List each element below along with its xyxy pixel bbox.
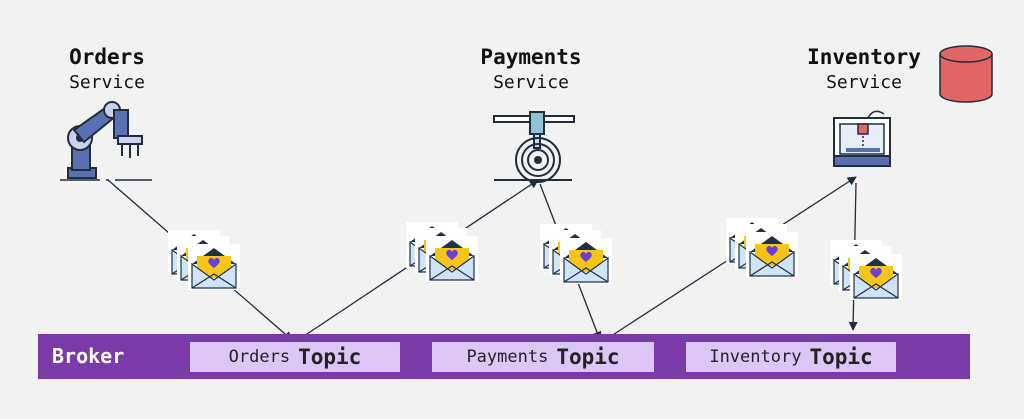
broker-bar: Broker Orders Topic Payments Topic Inven… — [38, 334, 970, 379]
card-machine-icon — [493, 111, 575, 183]
robot-arm-icon — [60, 101, 152, 181]
topic-name: Inventory — [709, 347, 802, 367]
topic-name: Payments — [466, 347, 549, 367]
service-sub: Service — [826, 72, 902, 93]
envelope-stack-icon — [830, 240, 902, 300]
orders-service-label: Orders Service — [52, 44, 162, 96]
payments-service-label: Payments Service — [466, 44, 596, 96]
payments-topic: Payments Topic — [432, 342, 654, 372]
topic-suffix: Topic — [809, 345, 873, 369]
service-name: Orders — [69, 45, 145, 69]
topic-suffix: Topic — [556, 345, 620, 369]
service-name: Payments — [480, 45, 582, 69]
service-sub: Service — [493, 72, 569, 93]
envelope-stack-icon — [406, 222, 478, 282]
inventory-topic: Inventory Topic — [686, 342, 896, 372]
inventory-service-label: Inventory Service — [794, 44, 934, 96]
3d-printer-icon — [833, 110, 891, 167]
topic-suffix: Topic — [298, 345, 362, 369]
orders-topic: Orders Topic — [190, 342, 400, 372]
service-sub: Service — [69, 72, 145, 93]
service-name: Inventory — [807, 45, 921, 69]
envelope-stack-icon — [540, 224, 612, 284]
database-icon — [939, 45, 993, 103]
envelope-stack-icon — [726, 218, 798, 278]
envelope-stack-icon — [168, 230, 240, 290]
broker-label: Broker — [52, 344, 125, 368]
topic-name: Orders — [228, 347, 291, 367]
